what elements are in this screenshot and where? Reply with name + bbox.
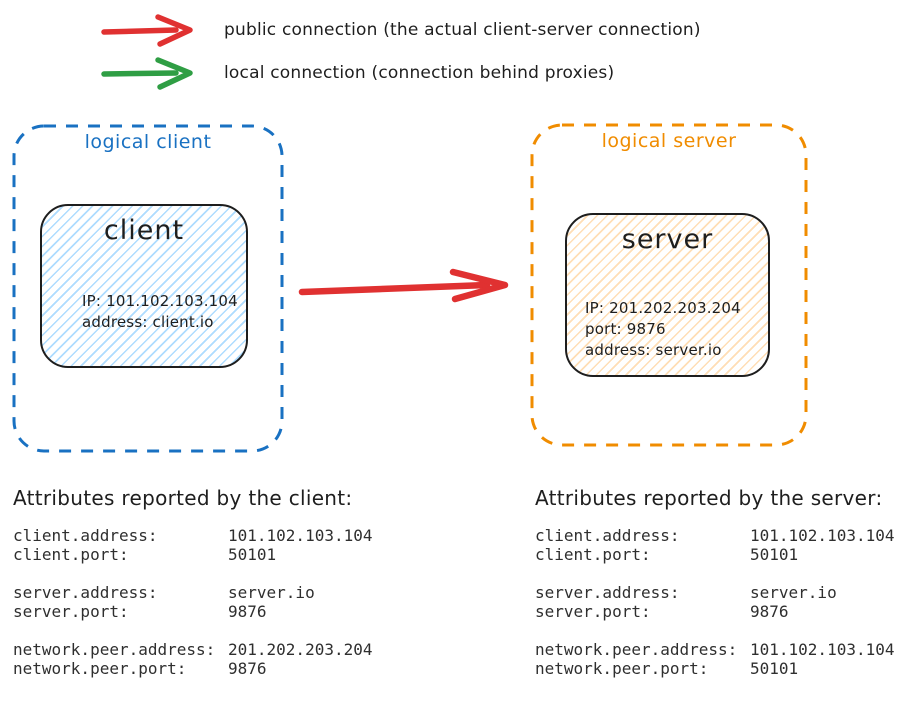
attr-key: network.peer.port: <box>535 659 709 678</box>
attr-row: client.address: 101.102.103.104 <box>535 526 900 545</box>
client-node-info: IP: 101.102.103.104 address: client.io <box>82 291 246 333</box>
attr-row: network.peer.address: 101.102.103.104 <box>535 640 900 659</box>
attr-key: client.address: <box>535 526 680 545</box>
logical-client-label: logical client <box>84 131 212 153</box>
attr-row: client.port: 50101 <box>13 545 393 564</box>
attr-value: server.io <box>228 583 315 602</box>
attr-value: server.io <box>750 583 837 602</box>
attr-row: server.address: server.io <box>13 583 393 602</box>
attr-row: client.port: 50101 <box>535 545 900 564</box>
attr-value: 50101 <box>750 545 799 564</box>
logical-client-dashed-border <box>12 124 284 453</box>
attr-key: network.peer.port: <box>13 659 187 678</box>
attr-value: 9876 <box>228 602 267 621</box>
client-node-title: client <box>103 215 185 246</box>
connection-legend: public connection (the actual client-ser… <box>98 8 701 94</box>
attr-value: 101.102.103.104 <box>750 526 895 545</box>
server-attr-group-server: server.address: server.io server.port: 9… <box>535 583 900 621</box>
attr-key: server.address: <box>13 583 158 602</box>
legend-label-public-connection: public connection (the actual client-ser… <box>224 19 701 40</box>
attr-row: server.port: 9876 <box>13 602 393 621</box>
local-connection-arrow-icon <box>101 56 193 90</box>
client-ip-line: IP: 101.102.103.104 <box>82 292 238 310</box>
legend-item-local-connection: local connection (connection behind prox… <box>98 51 701 94</box>
attr-key: client.port: <box>13 545 129 564</box>
attr-value: 101.102.103.104 <box>750 640 895 659</box>
server-attr-group-network-peer: network.peer.address: 101.102.103.104 ne… <box>535 640 900 678</box>
server-attributes-heading: Attributes reported by the server: <box>535 486 883 510</box>
attr-value: 50101 <box>750 659 799 678</box>
legend-label-local-connection: local connection (connection behind prox… <box>224 62 615 83</box>
attr-key: server.port: <box>535 602 651 621</box>
server-node-title: server <box>621 224 714 255</box>
server-node: server IP: 201.202.203.204 port: 9876 ad… <box>565 213 770 377</box>
attr-key: network.peer.address: <box>535 640 738 659</box>
client-attr-group-network-peer: network.peer.address: 201.202.203.204 ne… <box>13 640 393 678</box>
attr-key: server.port: <box>13 602 129 621</box>
server-ip-line: IP: 201.202.203.204 <box>585 299 741 317</box>
server-attributes-panel: Attributes reported by the server: clien… <box>535 486 900 697</box>
attr-row: network.peer.address: 201.202.203.204 <box>13 640 393 659</box>
logical-server-group: logical server server IP: 201.202.203.20… <box>530 123 808 447</box>
server-address-line: address: server.io <box>585 341 722 359</box>
attr-value: 9876 <box>228 659 267 678</box>
server-attr-group-client: client.address: 101.102.103.104 client.p… <box>535 526 900 564</box>
attr-row: network.peer.port: 9876 <box>13 659 393 678</box>
public-connection-arrow-icon <box>101 13 193 47</box>
attr-key: server.address: <box>535 583 680 602</box>
attr-key: network.peer.address: <box>13 640 216 659</box>
server-port-line: port: 9876 <box>585 320 666 338</box>
client-attr-group-client: client.address: 101.102.103.104 client.p… <box>13 526 393 564</box>
attr-value: 50101 <box>228 545 277 564</box>
logical-server-label: logical server <box>601 130 737 152</box>
attr-row: server.port: 9876 <box>535 602 900 621</box>
client-attributes-heading: Attributes reported by the client: <box>13 486 353 510</box>
legend-item-public-connection: public connection (the actual client-ser… <box>98 8 701 51</box>
client-attributes-panel: Attributes reported by the client: clien… <box>13 486 393 697</box>
client-address-line: address: client.io <box>82 313 214 331</box>
server-node-info: IP: 201.202.203.204 port: 9876 address: … <box>585 298 768 361</box>
attr-key: client.port: <box>535 545 651 564</box>
client-attr-group-server: server.address: server.io server.port: 9… <box>13 583 393 621</box>
attr-row: server.address: server.io <box>535 583 900 602</box>
public-connection-arrow <box>298 268 509 303</box>
attr-key: client.address: <box>13 526 158 545</box>
attr-value: 101.102.103.104 <box>228 526 373 545</box>
logical-client-group: logical client client IP: 101.102.103.10… <box>12 124 284 453</box>
attr-value: 201.202.203.204 <box>228 640 373 659</box>
attr-row: network.peer.port: 50101 <box>535 659 900 678</box>
attr-row: client.address: 101.102.103.104 <box>13 526 393 545</box>
attr-value: 9876 <box>750 602 789 621</box>
client-node: client IP: 101.102.103.104 address: clie… <box>40 204 248 368</box>
